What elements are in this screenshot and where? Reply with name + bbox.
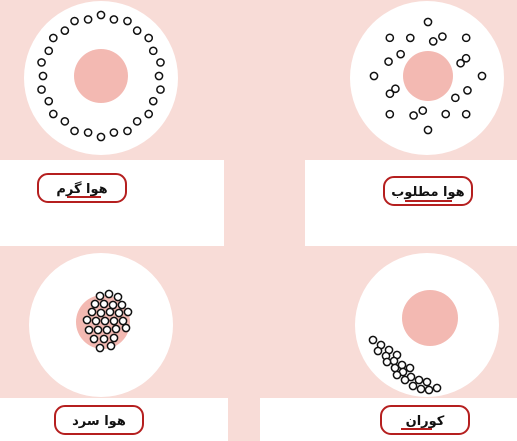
hot-air-particle (124, 127, 131, 134)
hot-air-particle (50, 34, 57, 41)
ideal-air-particle (392, 85, 399, 92)
cold-air-particle (100, 300, 107, 307)
cold-air-particle (118, 301, 125, 308)
crisis-label: کوران (406, 414, 445, 429)
ideal-air-particle (370, 72, 377, 79)
hot-air-particle (134, 118, 141, 125)
cold-air-particle (85, 326, 92, 333)
hot-air-particle (84, 16, 91, 23)
crisis-particle (398, 361, 405, 368)
hot-air-particle (61, 118, 68, 125)
crisis-particle (433, 384, 440, 391)
cold-air-particle (92, 317, 99, 324)
crisis-particle (423, 378, 430, 385)
ideal-air-label: هوا مطلوب (391, 185, 464, 200)
crisis-particle (415, 376, 422, 383)
hot-air-particle (71, 17, 78, 24)
cold-air-particle (83, 316, 90, 323)
hot-air-particle (145, 110, 152, 117)
hot-air-particle (97, 11, 104, 18)
hot-air-particle (145, 34, 152, 41)
cold-air-particle (90, 335, 97, 342)
ideal-air-particle (478, 72, 485, 79)
hot-air-particle (38, 86, 45, 93)
crisis-particle (369, 336, 376, 343)
hot-air-particle (110, 129, 117, 136)
ideal-air-particle (386, 34, 393, 41)
ideal-air-particle (463, 111, 470, 118)
crisis-particle (393, 371, 400, 378)
hot-air-particle (110, 16, 117, 23)
ideal-air-particle (442, 110, 449, 117)
hot-air-particle (157, 86, 164, 93)
hot-air-label: هوا گرم (56, 181, 107, 197)
ideal-air-particle (439, 33, 446, 40)
ideal-air-particle (430, 38, 437, 45)
ideal-air-particle (424, 126, 431, 133)
ideal-air-particle (464, 87, 471, 94)
hot-air-particle (150, 98, 157, 105)
ideal-air-particle (410, 112, 417, 119)
crisis-particle (374, 347, 381, 354)
cold-air-particle (114, 293, 121, 300)
cold-air-particle (103, 326, 110, 333)
ideal-air-core (403, 51, 453, 101)
crisis-particle (391, 364, 398, 371)
ideal-air-particle (452, 94, 459, 101)
hot-air-particle (157, 59, 164, 66)
cold-air-particle (105, 290, 112, 297)
cold-air-particle (88, 308, 95, 315)
ideal-air-particle (463, 34, 470, 41)
ideal-air-particle (424, 18, 431, 25)
cold-air-particle (94, 326, 101, 333)
cold-air-particle (106, 308, 113, 315)
cold-air-particle (96, 344, 103, 351)
cold-air-particle (122, 324, 129, 331)
hot-air-particle (50, 110, 57, 117)
hot-air-particle (155, 72, 162, 79)
crisis-particle (390, 357, 397, 364)
cold-air-particle (91, 300, 98, 307)
hot-air-particle (97, 133, 104, 140)
cold-air-particle (100, 335, 107, 342)
hot-air-particle (38, 59, 45, 66)
ideal-air-particle (386, 111, 393, 118)
cold-air-particle (110, 334, 117, 341)
hot-air-particle (124, 17, 131, 24)
hot-air-particle (45, 98, 52, 105)
crisis-particle (401, 376, 408, 383)
hot-air-particle (39, 72, 46, 79)
ideal-air-particle (397, 51, 404, 58)
cold-air-particle (97, 309, 104, 316)
hot-air-particle (150, 47, 157, 54)
crisis-particle (425, 386, 432, 393)
hot-air-particle (71, 127, 78, 134)
cold-air-particle (96, 292, 103, 299)
cold-air-particle (109, 301, 116, 308)
ideal-air-particle (407, 34, 414, 41)
cold-air-particle (124, 308, 131, 315)
cold-air-particle (115, 309, 122, 316)
ideal-air-particle (457, 60, 464, 67)
crisis-particle (406, 364, 413, 371)
ideal-air-particle (385, 58, 392, 65)
hot-air-particle (134, 27, 141, 34)
ideal-air-particle (419, 107, 426, 114)
cold-air-label: هوا سرد (72, 414, 126, 429)
crisis-particle (409, 382, 416, 389)
cold-air-particle (101, 317, 108, 324)
hot-air-core (74, 49, 128, 103)
cold-air-particle (119, 317, 126, 324)
hot-air-particle (61, 27, 68, 34)
crisis-core (402, 290, 458, 346)
hot-air-particle (45, 47, 52, 54)
crisis-particle (417, 385, 424, 392)
crisis-particle (383, 358, 390, 365)
cold-air-particle (110, 317, 117, 324)
cold-air-particle (112, 325, 119, 332)
hot-air-particle (84, 129, 91, 136)
cold-air-particle (107, 342, 114, 349)
